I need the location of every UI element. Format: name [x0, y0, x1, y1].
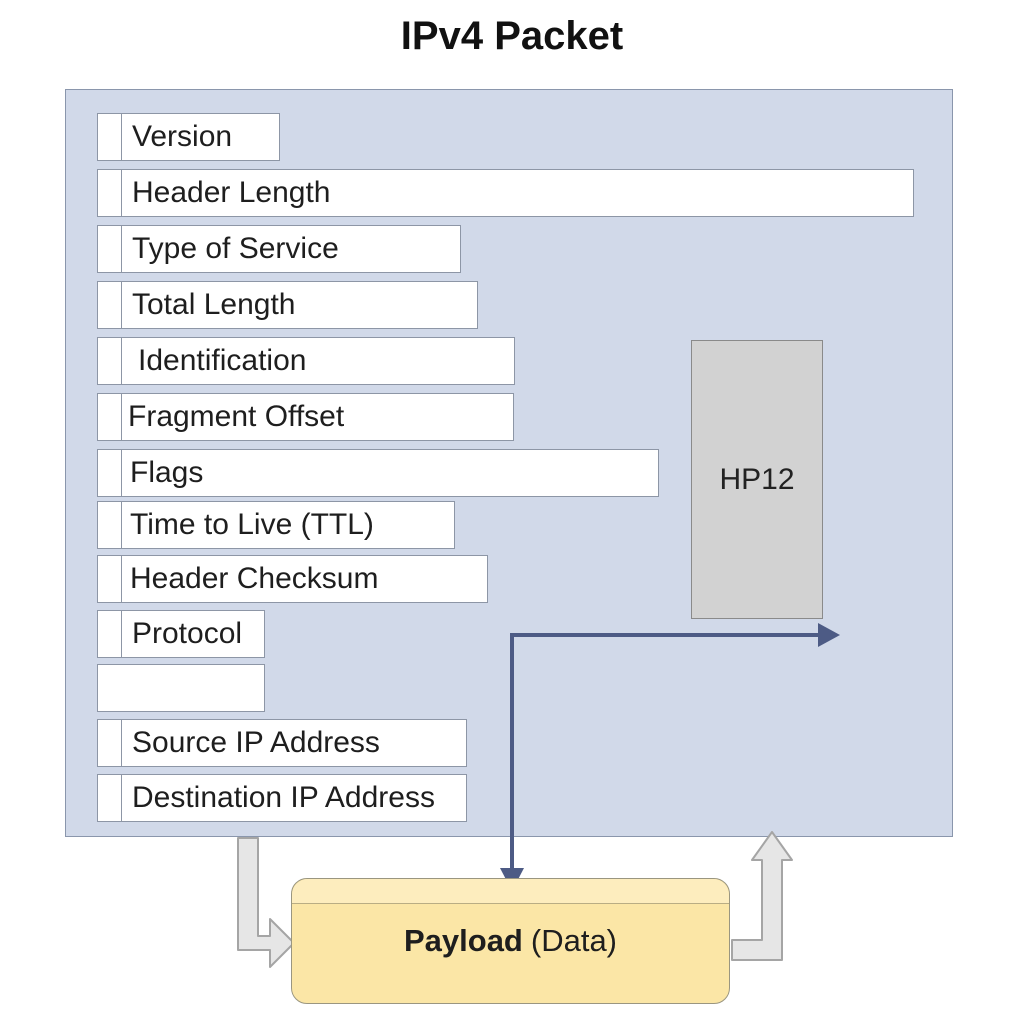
payload-label-bold: Payload	[403, 923, 523, 958]
field-label: Protocol	[132, 617, 243, 650]
field-type-of-service: Type of Service	[97, 225, 461, 273]
field-tab	[98, 450, 122, 496]
field-tab	[98, 720, 122, 766]
field-total-length: Total Length	[97, 281, 478, 329]
payload-box: Payload (Data)	[291, 878, 730, 1004]
field-label: Flags	[130, 456, 204, 489]
field-tab	[98, 170, 122, 216]
field-protocol: Protocol	[97, 610, 265, 658]
field-label: Destination IP Address	[132, 781, 435, 814]
field-label: Version	[132, 120, 233, 153]
diagram-title: IPv4 Packet	[400, 14, 624, 58]
payload-top-edge	[292, 879, 729, 904]
arrowhead-right	[818, 623, 840, 647]
hollow-arrow-right	[731, 831, 793, 961]
field-tab	[98, 114, 122, 160]
field-label: Header Length	[132, 176, 331, 209]
field-header-length: Header Length	[97, 169, 914, 217]
field-identification: Identification	[97, 337, 515, 385]
field-version: Version	[97, 113, 280, 161]
field-label: Fragment Offset	[128, 400, 345, 433]
field-tab	[98, 338, 122, 384]
field-tab	[98, 502, 122, 548]
field-time-to-live: Time to Live (TTL)	[97, 501, 455, 549]
field-source-ip: Source IP Address	[97, 719, 467, 767]
field-header-checksum: Header Checksum	[97, 555, 488, 603]
field-tab	[98, 611, 122, 657]
connector-line	[510, 633, 822, 872]
hp12-label: HP12	[719, 462, 795, 496]
field-tab	[98, 775, 122, 821]
field-label: Header Checksum	[130, 562, 379, 595]
field-flags: Flags	[97, 449, 659, 497]
field-label: Source IP Address	[132, 726, 380, 759]
field-tab	[98, 226, 122, 272]
field-tab	[98, 556, 122, 602]
hollow-arrow-left	[237, 837, 295, 968]
hp12-box: HP12	[691, 340, 823, 619]
field-tab	[98, 282, 122, 328]
payload-label-rest: (Data)	[530, 923, 618, 958]
field-fragment-offset: Fragment Offset	[97, 393, 514, 441]
field-tab	[98, 394, 122, 440]
field-label: Type of Service	[132, 232, 339, 265]
field-label: Identification	[138, 344, 307, 377]
field-label: Time to Live (TTL)	[130, 508, 374, 541]
field-label: Total Length	[132, 288, 296, 321]
field-empty	[97, 664, 265, 712]
field-destination-ip: Destination IP Address	[97, 774, 467, 822]
